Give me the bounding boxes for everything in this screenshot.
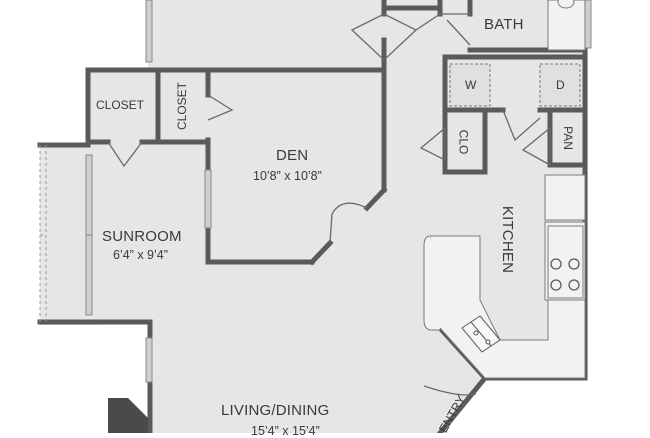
- room-label-den: DEN: [276, 147, 309, 164]
- room-label-bath: BATH: [484, 16, 524, 33]
- laundry-machines: [449, 63, 581, 107]
- kitchen-sink: [461, 315, 501, 353]
- room-label-closet-vertical: CLOSET: [175, 81, 190, 131]
- room-label-sunroom: SUNROOM: [102, 228, 182, 245]
- floor-area: [40, 0, 588, 433]
- pan-label: PAN: [560, 126, 575, 150]
- sunroom-glass: [39, 145, 47, 322]
- bath-fixture: [547, 0, 586, 51]
- room-dims-den: 10’8” x 10’8”: [253, 169, 322, 183]
- room-label-kitchen: KITCHEN: [499, 205, 517, 274]
- room-label-living-dining: LIVING/DINING: [221, 402, 330, 419]
- door-swings: [107, 13, 551, 396]
- dryer-label: D: [556, 78, 565, 92]
- room-dims-sunroom: 6’4” x 9’4”: [113, 248, 168, 262]
- stove: [550, 258, 580, 291]
- clo-label: CLO: [456, 129, 471, 155]
- washer-label: W: [465, 78, 477, 92]
- room-label-closet: CLOSET: [96, 98, 145, 112]
- room-dims-living-dining: 15’4” x 15’4”: [251, 424, 320, 438]
- fireplace: [108, 398, 148, 433]
- windows: [85, 0, 592, 383]
